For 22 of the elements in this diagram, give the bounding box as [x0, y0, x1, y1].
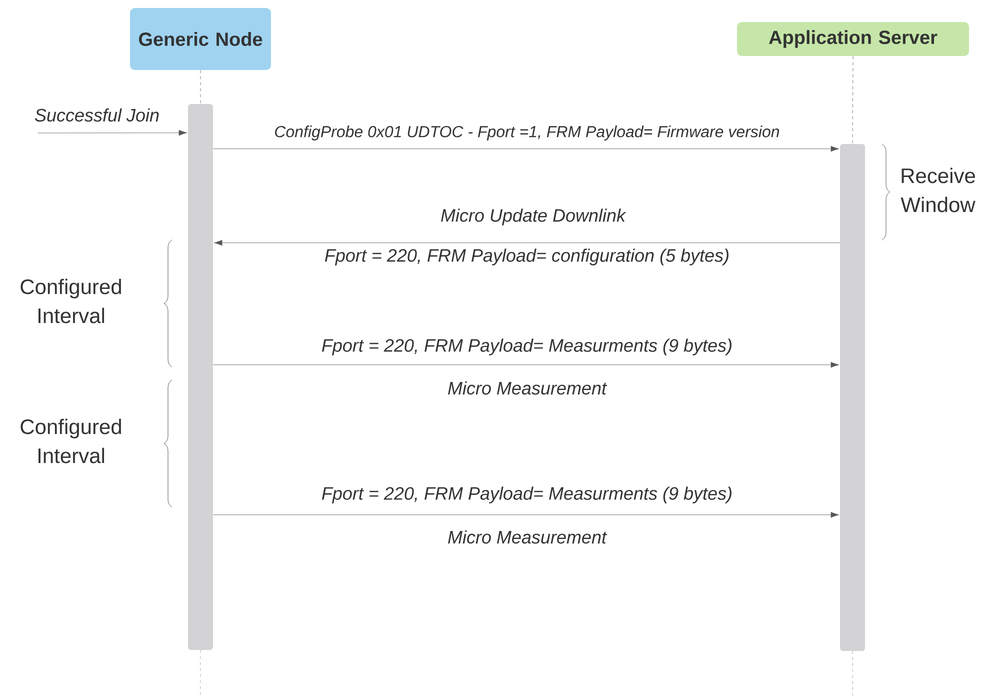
activation-bar	[840, 144, 865, 651]
arrow	[214, 240, 840, 246]
edge-label: Fport = 220, FRM Payload= Measurments (9 bytes)	[322, 338, 732, 356]
arrow	[213, 512, 840, 518]
message-label: Micro Measurement	[448, 381, 608, 395]
arrow	[213, 362, 840, 368]
participant-box: Application Server	[737, 22, 969, 56]
bracket-label: Receive Window	[900, 168, 976, 212]
bracket-label: Configured Interval	[20, 278, 121, 324]
participant-box: Generic Node	[130, 8, 271, 70]
message-label: Micro Measurement	[448, 530, 608, 544]
message-label: Fport = 220, FRM Payload= configuration (5 bytes)	[324, 248, 728, 266]
arrow	[38, 130, 188, 136]
edge-label: Fport = 220, FRM Payload= Measurments (9 bytes)	[322, 486, 732, 504]
lifeline	[200, 70, 201, 104]
edge-label: ConfigProbe 0x01 UDTOC - Fport =1, FRM Payload= Firmware version	[275, 126, 780, 140]
arrow	[213, 146, 840, 152]
bracket-label: Configured Interval	[20, 418, 121, 464]
edge-label: Successful Join	[35, 108, 159, 122]
activation-bar	[188, 104, 213, 650]
edge-label: Micro Update Downlink	[441, 208, 626, 226]
lifeline	[852, 56, 854, 144]
